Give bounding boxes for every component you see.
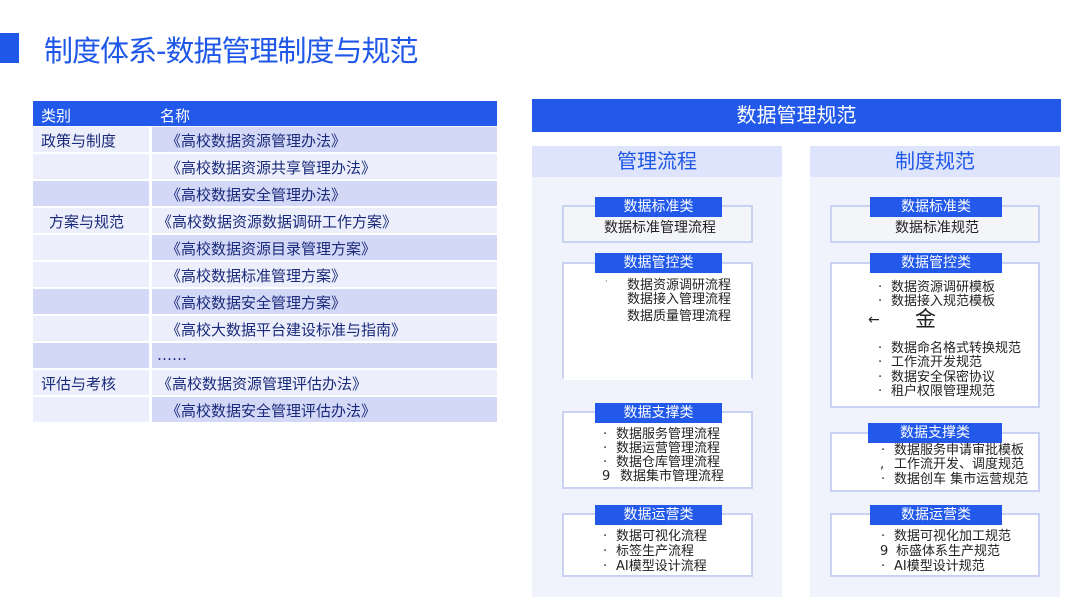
name-cell: 《高校数据资源共享管理办法》 (166, 159, 377, 177)
bullet-icon: · (878, 280, 883, 295)
table-row: 《高校数据安全管理方案》 (33, 288, 497, 315)
bullet-icon: · (603, 529, 608, 544)
spec-standard-label: 数据标准类 (870, 197, 1002, 217)
spec-standard-item: 数据标准规范 (895, 220, 979, 236)
bullet-icon: 9 (602, 469, 611, 484)
process-support-label: 数据支撑类 (595, 403, 722, 423)
list-item: 数据接入规范模板 (891, 294, 996, 309)
panel-title: 数据管理规范 (532, 99, 1061, 132)
list-item: 标盛体系生产规范 (896, 544, 1001, 559)
category-cell: 政策与制度 (41, 132, 117, 150)
bullet-icon: · (878, 355, 883, 370)
title-accent-bar (0, 33, 19, 63)
process-standard-item: 数据标准管理流程 (604, 220, 716, 236)
bullet-icon: · (878, 294, 883, 309)
list-item: 数据服务管理流程 (616, 427, 721, 442)
spec-column-title: 制度规范 (810, 146, 1060, 177)
name-cell: 《高校大数据平台建设标准与指南》 (166, 321, 407, 339)
process-control-box (562, 262, 753, 380)
table-row: 方案与规范 《高校数据资源数据调研工作方案》 (33, 207, 497, 234)
bullet-icon: · (878, 341, 883, 356)
list-item: 标签生产流程 (616, 544, 695, 559)
name-cell: 《高校数据安全管理方案》 (166, 294, 347, 312)
list-item: 数据可视化加工规范 (894, 529, 1012, 544)
list-item: 数据集市管理流程 (620, 469, 725, 484)
table-row: 《高校数据安全管理办法》 (33, 180, 497, 207)
bullet-icon: · (603, 559, 608, 574)
list-item: AI模型设计流程 (616, 559, 707, 574)
list-item: 数据接入管理流程 (627, 292, 732, 307)
table-row: 《高校数据安全管理评估办法》 (33, 396, 497, 423)
bullet-icon: , (880, 457, 885, 472)
list-item: 数据资源调研模板 (891, 280, 996, 295)
category-cell: 评估与考核 (41, 375, 117, 393)
list-item: 数据运营管理流程 (616, 441, 721, 456)
table-row: 《高校数据资源目录管理方案》 (33, 234, 497, 261)
name-cell: …… (157, 346, 187, 364)
category-cell: 方案与规范 (49, 213, 125, 231)
policy-table: 类别 名称 政策与制度 《高校数据资源管理办法》 《高校数据资源共享管理办法》 … (33, 101, 497, 423)
table-row: 《高校数据标准管理方案》 (33, 261, 497, 288)
process-column-title: 管理流程 (532, 146, 782, 177)
table-row: 评估与考核 《高校数据资源管理评估办法》 (33, 369, 497, 396)
spec-support-label: 数据支撑类 (868, 423, 1002, 443)
list-item: 数据安全保密协议 (891, 370, 996, 385)
spec-control-label: 数据管控类 (870, 253, 1002, 273)
header-name: 名称 (160, 107, 191, 125)
list-item: 数据仓库管理流程 (616, 455, 721, 470)
table-row: 《高校数据资源共享管理办法》 (33, 153, 497, 180)
bullet-icon: · (605, 277, 608, 286)
list-item: 租户权限管理规范 (891, 384, 996, 399)
bullet-icon: · (603, 441, 608, 456)
list-item: 数据资源调研流程 (627, 278, 732, 293)
bullet-icon: · (603, 427, 608, 442)
bullet-icon: · (878, 370, 883, 385)
spec-operation-label: 数据运营类 (870, 505, 1002, 525)
process-support-box (562, 411, 753, 489)
table-row: …… (33, 342, 497, 369)
name-cell: 《高校数据安全管理办法》 (166, 186, 347, 204)
header-category: 类别 (41, 107, 72, 125)
arrow-left-icon: ← (868, 312, 880, 328)
list-item: 数据命名格式转换规范 (891, 341, 1022, 356)
name-cell: 《高校数据安全管理评估办法》 (166, 402, 377, 420)
list-item: 数据质量管理流程 (627, 309, 732, 324)
bullet-icon: · (878, 384, 883, 399)
list-item: 工作流开发规范 (891, 355, 983, 370)
bullet-icon: · (881, 559, 886, 574)
process-control-label: 数据管控类 (595, 253, 722, 273)
bullet-icon: · (881, 529, 886, 544)
table-row: 《高校大数据平台建设标准与指南》 (33, 315, 497, 342)
bullet-icon: · (881, 472, 886, 487)
table-header: 类别 名称 (33, 101, 497, 126)
name-cell: 《高校数据资源管理办法》 (166, 132, 347, 150)
list-item: 数据可视化流程 (616, 529, 708, 544)
page-title: 制度体系-数据管理制度与规范 (44, 34, 418, 68)
bullet-icon: · (603, 544, 608, 559)
bullet-icon: · (881, 443, 886, 458)
name-cell: 《高校数据资源管理评估办法》 (157, 375, 368, 393)
list-item: 工作流开发、调度规范 (894, 457, 1025, 472)
list-item: 金 (915, 307, 936, 331)
process-operation-label: 数据运营类 (595, 505, 722, 525)
bullet-icon: 9 (880, 544, 889, 559)
list-item: 数据创车 集市运营规范 (894, 472, 1029, 487)
name-cell: 《高校数据标准管理方案》 (166, 267, 347, 285)
name-cell: 《高校数据资源目录管理方案》 (166, 240, 377, 258)
name-cell: 《高校数据资源数据调研工作方案》 (157, 213, 398, 231)
list-item: AI模型设计规范 (894, 559, 985, 574)
list-item: 数据服务申请审批模板 (894, 443, 1025, 458)
bullet-icon: · (603, 455, 608, 470)
table-row: 政策与制度 《高校数据资源管理办法》 (33, 126, 497, 153)
process-standard-label: 数据标准类 (595, 197, 722, 217)
